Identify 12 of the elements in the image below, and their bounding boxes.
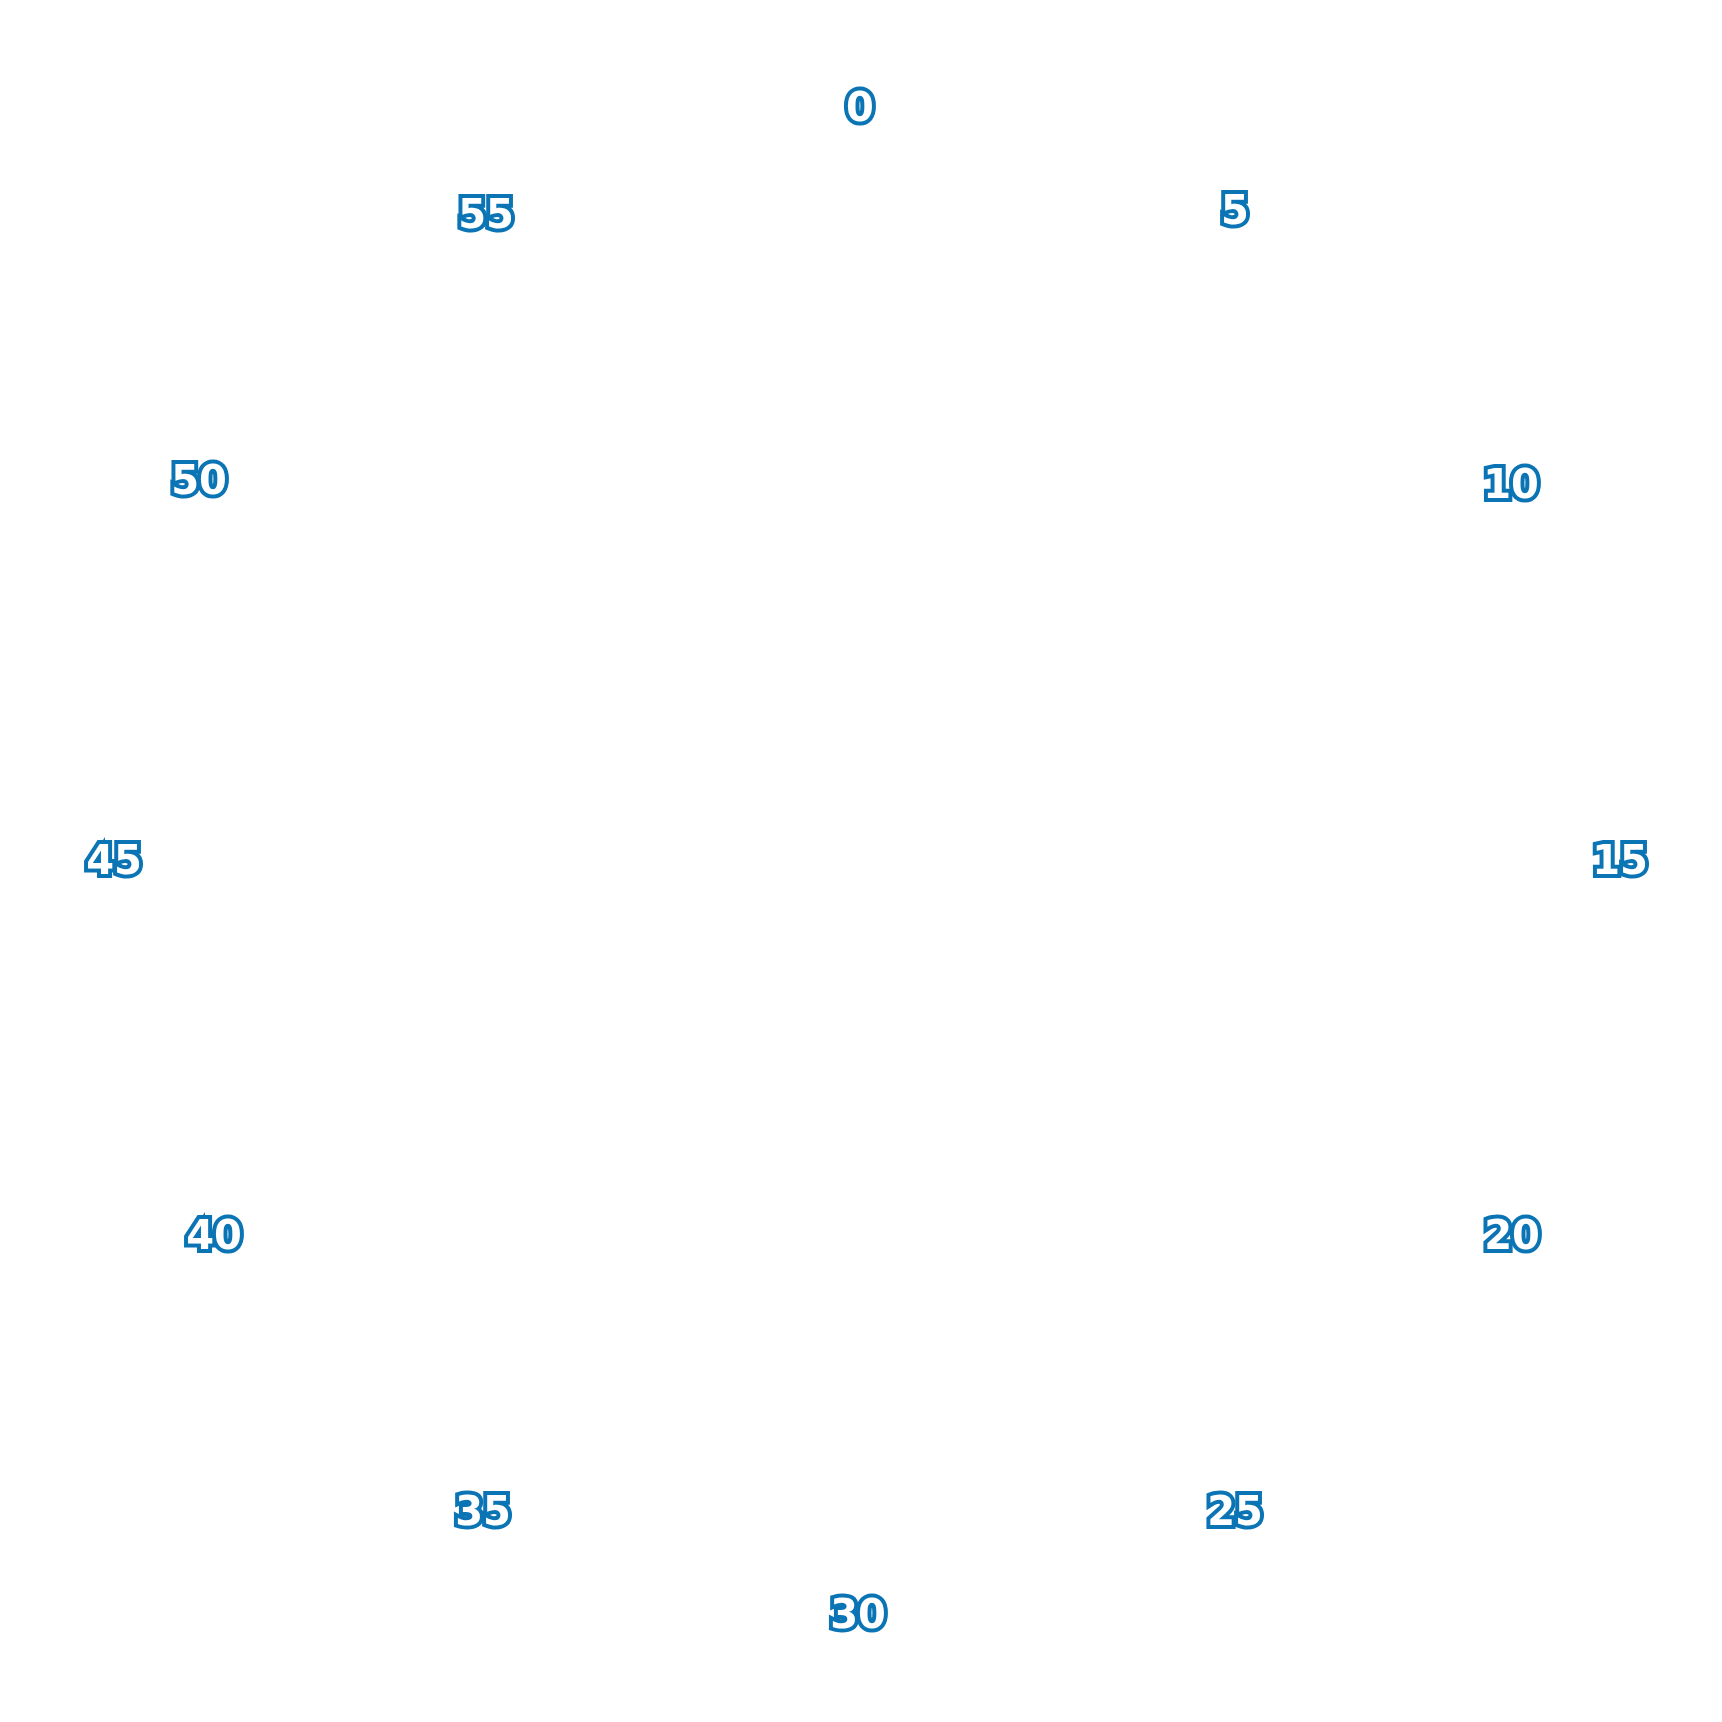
clock-number: 5 (1219, 187, 1251, 233)
clock-number: 45 (83, 837, 144, 883)
clock-number: 50 (169, 457, 230, 503)
clock-number: 0 (843, 84, 877, 130)
clock-number: 20 (1482, 1212, 1543, 1258)
clock-number: 40 (183, 1212, 245, 1258)
clock-number: 55 (456, 191, 516, 237)
clock-number: 25 (1205, 1488, 1265, 1534)
clock-number: 15 (1591, 837, 1650, 883)
clock-number: 30 (828, 1591, 889, 1637)
clock-number: 10 (1482, 461, 1542, 507)
clock-number: 35 (453, 1488, 513, 1534)
